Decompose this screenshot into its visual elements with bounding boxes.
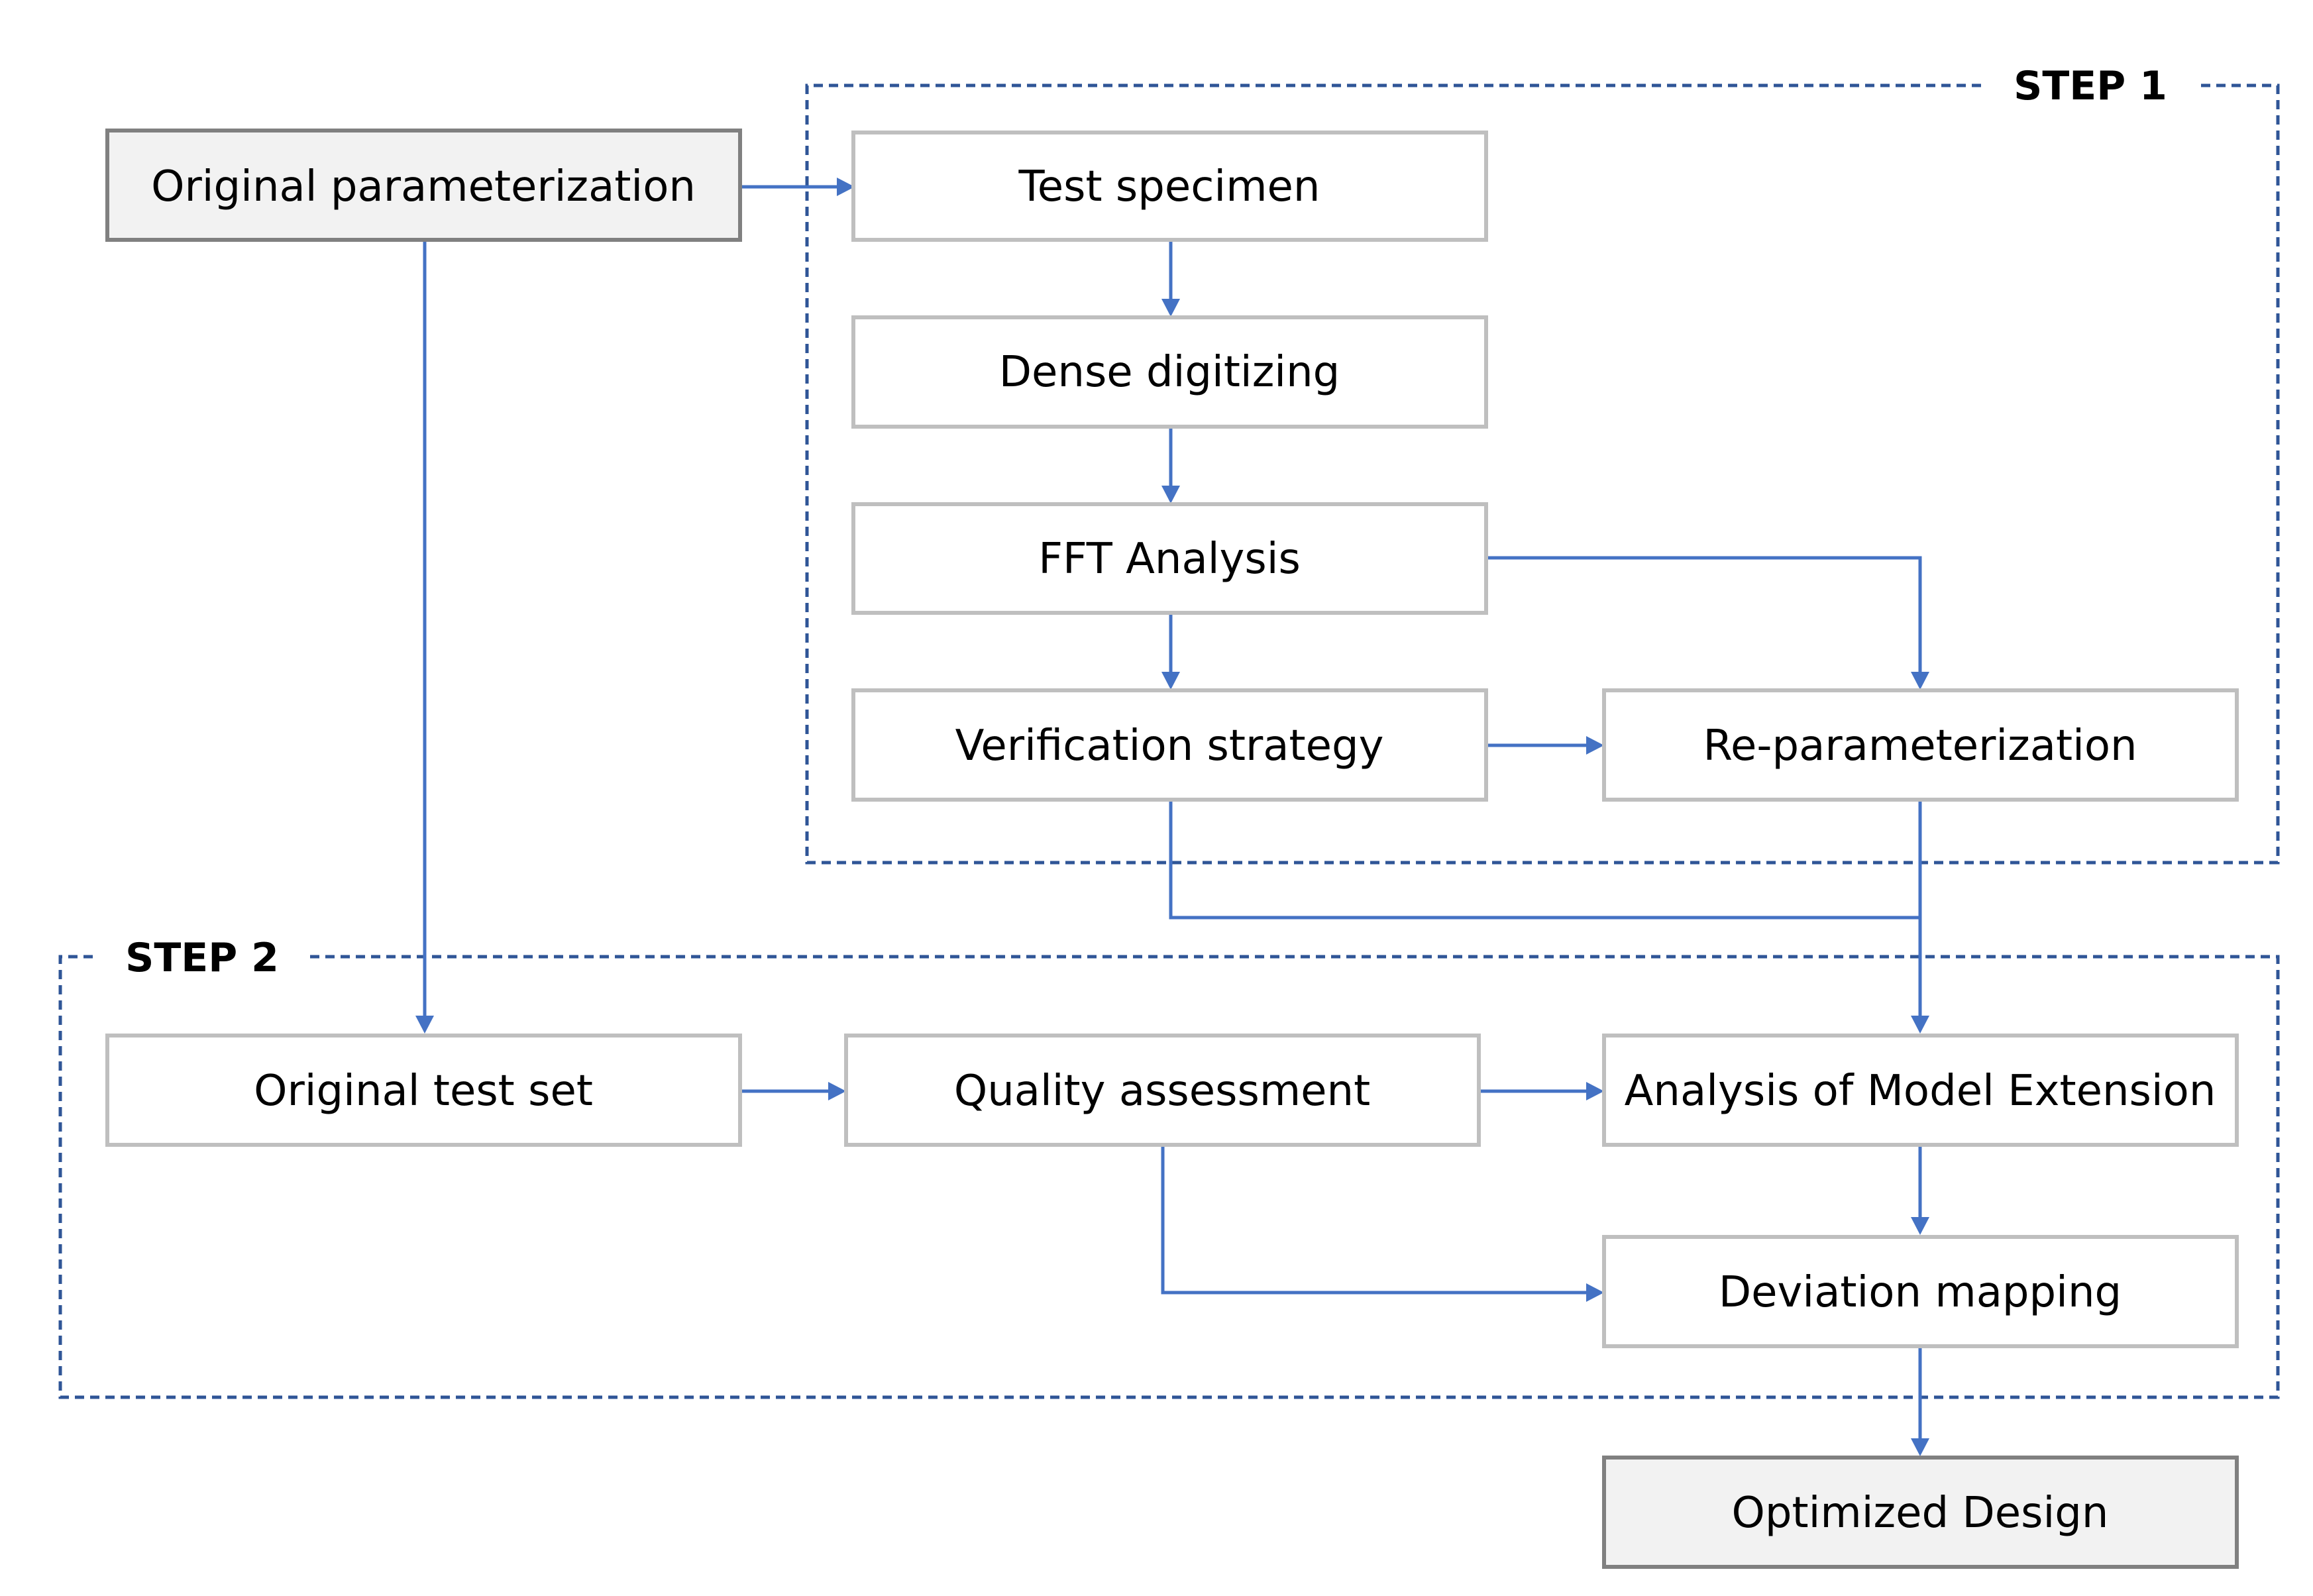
arrowhead-icon — [1161, 672, 1180, 690]
node-re-parameterization: Re-parameterization — [1602, 688, 2239, 802]
node-original-parameterization: Original parameterization — [105, 129, 742, 242]
arrow-quality-to-deviation — [1161, 1145, 1594, 1295]
node-dense-digitizing: Dense digitizing — [851, 315, 1488, 429]
step1-frame: STEP 1 — [805, 63, 2280, 865]
arrowhead-icon — [837, 178, 855, 196]
node-label: Quality assessment — [954, 1067, 1370, 1116]
step1-label: STEP 1 — [2014, 63, 2167, 109]
node-deviation-mapping: Deviation mapping — [1602, 1235, 2239, 1348]
arrowhead-icon — [415, 1016, 434, 1034]
node-label: Re-parameterization — [1703, 721, 2137, 771]
arrowhead-icon — [1911, 1438, 1929, 1456]
arrowhead-icon — [1586, 736, 1604, 755]
node-analysis-model-extension: Analysis of Model Extension — [1602, 1034, 2239, 1147]
node-label: Test specimen — [1018, 162, 1320, 211]
connectors — [415, 178, 1929, 1456]
node-test-specimen: Test specimen — [851, 131, 1488, 242]
node-label: FFT Analysis — [1038, 535, 1301, 584]
step2-frame: STEP 2 — [58, 935, 2280, 1399]
arrowhead-icon — [1586, 1082, 1604, 1100]
node-quality-assessment: Quality assessment — [844, 1034, 1481, 1147]
node-label: Analysis of Model Extension — [1625, 1067, 2216, 1116]
line-verification-to-merge — [1169, 800, 1920, 920]
node-fft-analysis: FFT Analysis — [851, 502, 1488, 615]
node-original-test-set: Original test set — [105, 1034, 742, 1147]
node-label: Optimized Design — [1732, 1489, 2109, 1538]
arrowhead-icon — [1911, 672, 1929, 690]
arrowhead-icon — [1586, 1283, 1604, 1302]
arrowhead-icon — [1911, 1016, 1929, 1034]
arrowhead-icon — [1911, 1217, 1929, 1235]
arrowhead-icon — [1161, 299, 1180, 317]
node-label: Original test set — [254, 1067, 593, 1116]
arrowhead-icon — [1161, 486, 1180, 504]
arrow-fft-to-reparam — [1487, 556, 1922, 679]
node-label: Verification strategy — [955, 721, 1384, 771]
node-verification-strategy: Verification strategy — [851, 688, 1488, 802]
node-label: Deviation mapping — [1719, 1268, 2122, 1317]
node-label: Dense digitizing — [999, 348, 1340, 397]
arrowhead-icon — [828, 1082, 846, 1100]
node-optimized-design: Optimized Design — [1602, 1456, 2239, 1569]
node-label: Original parameterization — [151, 162, 696, 211]
step2-label: STEP 2 — [125, 935, 279, 981]
